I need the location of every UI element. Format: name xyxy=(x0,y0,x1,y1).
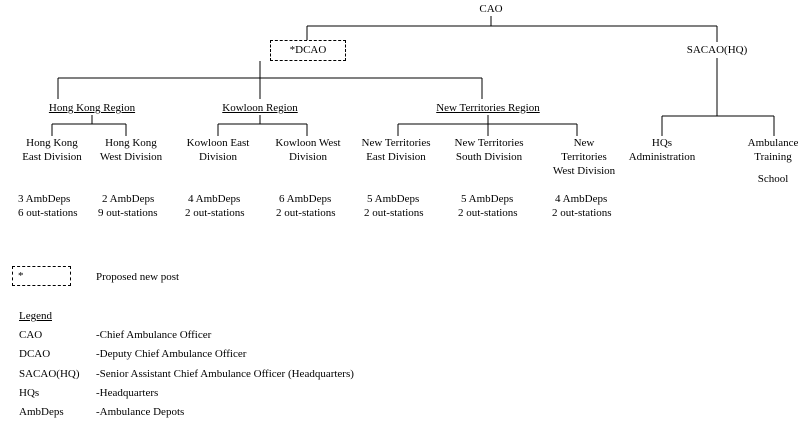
division-line: Kowloon East xyxy=(186,137,250,149)
count-line: 2 AmbDeps xyxy=(102,193,155,205)
division-hk-east: Hong Kong East Division xyxy=(7,136,97,164)
region-hong-kong: Hong Kong Region xyxy=(48,102,136,114)
division-kowloon-west: Kowloon West Division xyxy=(260,136,356,164)
count-line: 2 out-stations xyxy=(276,207,336,219)
legend-abbr: AmbDeps xyxy=(19,406,64,418)
division-line: Division xyxy=(199,151,237,163)
legend-desc: -Deputy Chief Ambulance Officer xyxy=(96,348,247,360)
count-line: 5 AmbDeps xyxy=(367,193,420,205)
legend-abbr: SACAO(HQ) xyxy=(19,368,80,380)
key-text: Proposed new post xyxy=(96,271,180,283)
division-nt-south: New Territories South Division xyxy=(441,136,537,164)
key-dashed-box xyxy=(12,266,71,286)
count-line: 9 out-stations xyxy=(98,207,158,219)
count-line: 6 AmbDeps xyxy=(279,193,332,205)
division-ambulance-training-school: Ambulance Training School xyxy=(738,136,808,186)
count-line: 2 out-stations xyxy=(185,207,245,219)
legend-title: Legend xyxy=(19,310,52,322)
key-marker: * xyxy=(18,270,24,282)
region-new-territories: New Territories Region xyxy=(436,102,540,114)
node-sacao-hq: SACAO(HQ) xyxy=(686,44,748,56)
count-line: 6 out-stations xyxy=(18,207,78,219)
node-cao: CAO xyxy=(479,3,503,15)
node-dcao: *DCAO xyxy=(289,44,327,56)
counts-hk-west: 2 AmbDeps 9 out-stations xyxy=(98,192,158,220)
division-line: Ambulance xyxy=(747,137,799,149)
legend-desc: -Chief Ambulance Officer xyxy=(96,329,212,341)
count-line: 5 AmbDeps xyxy=(461,193,514,205)
division-nt-west: New Territories West Division xyxy=(540,136,628,178)
division-line: HQs xyxy=(651,137,673,149)
legend-desc: -Headquarters xyxy=(96,387,159,399)
division-line: New Territories xyxy=(361,137,431,149)
division-line: East Division xyxy=(366,151,426,163)
division-line: West Division xyxy=(99,151,163,163)
count-line: 2 out-stations xyxy=(364,207,424,219)
division-kowloon-east: Kowloon East Division xyxy=(172,136,264,164)
counts-nt-east: 5 AmbDeps 2 out-stations xyxy=(364,192,424,220)
counts-nt-west: 4 AmbDeps 2 out-stations xyxy=(552,192,612,220)
node-dcao-box xyxy=(270,40,346,61)
count-line: 3 AmbDeps xyxy=(18,193,71,205)
counts-kowloon-east: 4 AmbDeps 2 out-stations xyxy=(185,192,245,220)
legend-desc: -Senior Assistant Chief Ambulance Office… xyxy=(96,368,354,380)
count-line: 2 out-stations xyxy=(552,207,612,219)
counts-hk-east: 3 AmbDeps 6 out-stations xyxy=(18,192,78,220)
division-hq-administration: HQs Administration xyxy=(622,136,702,164)
division-line: Hong Kong xyxy=(105,137,157,149)
legend-abbr: DCAO xyxy=(19,348,51,360)
division-line: South Division xyxy=(455,151,523,163)
legend-desc: -Ambulance Depots xyxy=(96,406,185,418)
region-kowloon: Kowloon Region xyxy=(222,102,298,114)
division-line: New Territories xyxy=(454,137,524,149)
division-line: Territories xyxy=(561,151,607,163)
division-line: Hong Kong xyxy=(26,137,78,149)
count-line: 4 AmbDeps xyxy=(188,193,241,205)
division-nt-east: New Territories East Division xyxy=(350,136,442,164)
legend-abbr: CAO xyxy=(19,329,43,341)
counts-nt-south: 5 AmbDeps 2 out-stations xyxy=(458,192,518,220)
division-hk-west: Hong Kong West Division xyxy=(86,136,176,164)
division-line: New xyxy=(573,137,595,149)
count-line: 4 AmbDeps xyxy=(555,193,608,205)
legend-abbr: HQs xyxy=(19,387,40,399)
division-line: Kowloon West xyxy=(275,137,341,149)
division-line: Administration xyxy=(628,151,696,163)
division-line: East Division xyxy=(22,151,82,163)
counts-kowloon-west: 6 AmbDeps 2 out-stations xyxy=(276,192,336,220)
division-line: School xyxy=(757,173,789,185)
division-line: Division xyxy=(289,151,327,163)
count-line: 2 out-stations xyxy=(458,207,518,219)
division-line: West Division xyxy=(552,165,616,177)
division-line: Training xyxy=(754,151,792,163)
